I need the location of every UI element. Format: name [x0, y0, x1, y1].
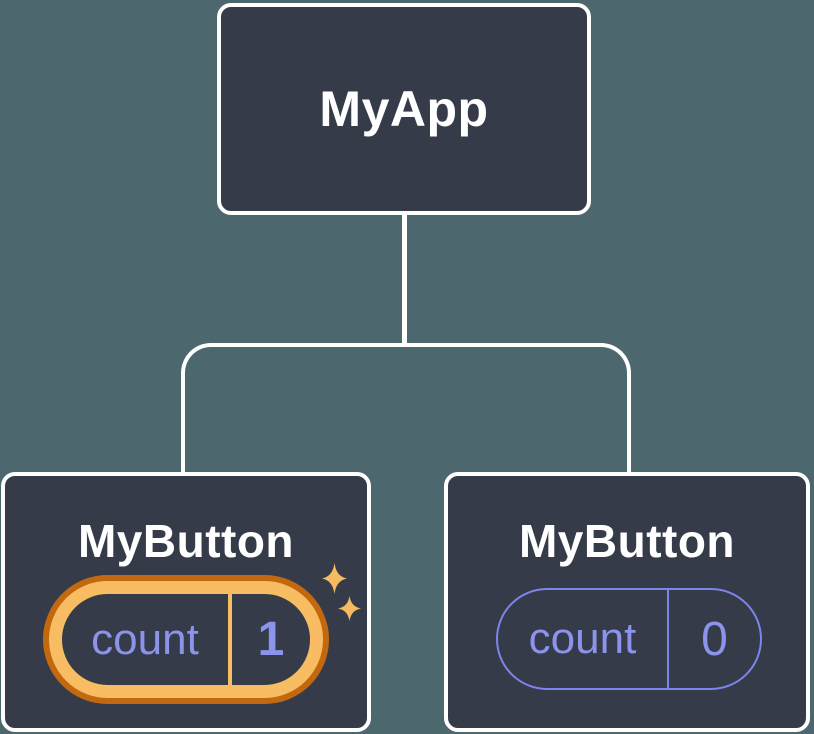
component-label: MyButton — [77, 515, 295, 567]
tree-connector-branch — [181, 343, 631, 474]
component-label: MyButton — [518, 515, 736, 567]
state-name: count — [528, 614, 637, 663]
state-value: 0 — [667, 590, 760, 688]
tree-connector-stem — [402, 213, 407, 347]
root-node-label: MyApp — [319, 81, 489, 137]
root-node: MyApp — [217, 3, 591, 215]
sparkle-large-icon — [322, 563, 347, 594]
state-pill-plain: count 0 — [496, 588, 762, 690]
state-value: 1 — [228, 594, 310, 685]
sparkle-small-icon — [338, 596, 361, 621]
sparkles — [322, 563, 366, 623]
state-pill-highlighted: count 1 — [49, 581, 323, 698]
state-name: count — [91, 614, 199, 664]
